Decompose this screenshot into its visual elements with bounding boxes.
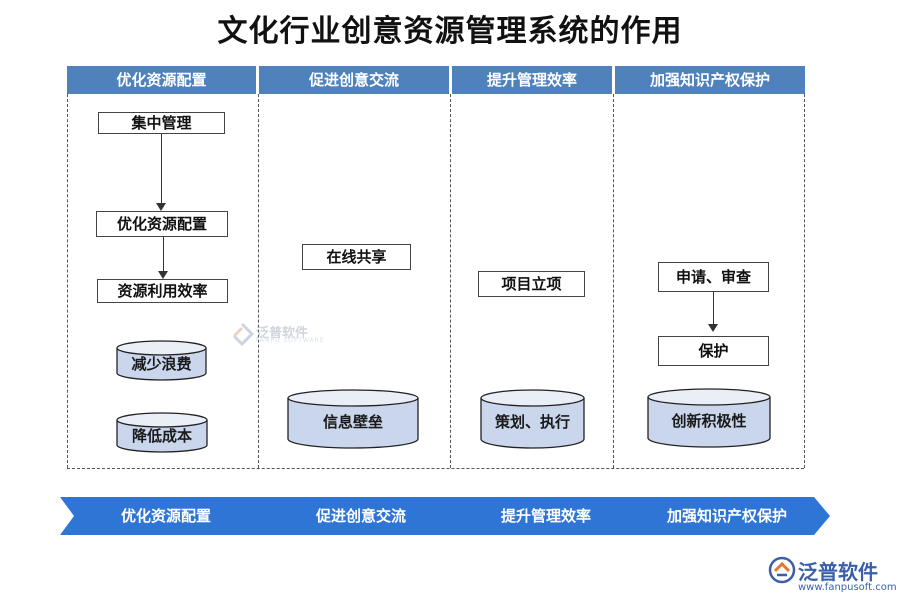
column-header-1: 优化资源配置 xyxy=(67,66,256,94)
chevron-label: 加强知识产权保护 xyxy=(666,507,787,525)
box-optimize-allocation: 优化资源配置 xyxy=(96,211,228,237)
box-utilization-efficiency: 资源利用效率 xyxy=(97,279,228,303)
arrow-shaft xyxy=(163,237,164,272)
cylinder-info-barrier: 信息壁垒 xyxy=(287,389,419,449)
cylinder-label: 减少浪费 xyxy=(131,355,192,373)
column-header-3: 提升管理效率 xyxy=(452,66,612,94)
cylinder-label: 策划、执行 xyxy=(494,413,570,431)
cylinder-reduce-cost: 降低成本 xyxy=(116,412,208,454)
chevron-step-2: 促进创意交流 xyxy=(255,497,467,535)
column-header-2: 促进创意交流 xyxy=(259,66,449,94)
brand-logo-icon xyxy=(768,556,796,584)
chevron-label: 提升管理效率 xyxy=(500,507,591,525)
diagram-title: 文化行业创意资源管理系统的作用 xyxy=(217,14,683,49)
arrow-head xyxy=(158,271,168,279)
watermark-sub: FANPU SOFTWARE xyxy=(256,337,325,344)
frame-bottom-line xyxy=(67,468,804,469)
cylinder-label: 降低成本 xyxy=(131,427,192,445)
column-divider xyxy=(258,94,259,468)
watermark-name: 泛普软件 xyxy=(256,326,309,341)
box-online-sharing: 在线共享 xyxy=(302,244,411,270)
cylinder-label: 创新积极性 xyxy=(671,412,747,430)
arrow-shaft xyxy=(161,134,162,204)
cylinder-reduce-waste: 减少浪费 xyxy=(116,340,207,382)
chevron-step-3: 提升管理效率 xyxy=(450,497,642,535)
arrow-head xyxy=(156,203,166,211)
cylinder-innovation: 创新积极性 xyxy=(647,388,771,448)
brand-name: 泛普软件 xyxy=(798,560,878,584)
box-centralized-management: 集中管理 xyxy=(98,112,225,134)
box-apply-review: 申请、审查 xyxy=(658,262,769,292)
column-divider xyxy=(67,94,68,468)
box-protection: 保护 xyxy=(658,336,769,366)
column-divider xyxy=(613,94,614,468)
column-divider xyxy=(804,94,805,468)
arrow-head xyxy=(708,324,718,332)
chevron-step-1: 优化资源配置 xyxy=(60,497,272,535)
watermark-logo-icon xyxy=(232,322,255,347)
chevron-step-4: 加强知识产权保护 xyxy=(624,497,830,535)
cylinder-plan-execute: 策划、执行 xyxy=(480,389,585,449)
column-header-4: 加强知识产权保护 xyxy=(615,66,805,94)
cylinder-label: 信息壁垒 xyxy=(322,413,383,431)
brand-logo: 泛普软件 www.fanpusoft.com xyxy=(768,556,897,596)
chevron-label: 优化资源配置 xyxy=(120,507,211,525)
watermark: 泛普软件 FANPU SOFTWARE xyxy=(230,322,330,348)
brand-url: www.fanpusoft.com xyxy=(798,582,897,593)
chevron-label: 促进创意交流 xyxy=(315,507,406,525)
box-project-initiation: 项目立项 xyxy=(478,271,585,297)
column-divider xyxy=(450,94,451,468)
arrow-shaft xyxy=(713,292,714,325)
